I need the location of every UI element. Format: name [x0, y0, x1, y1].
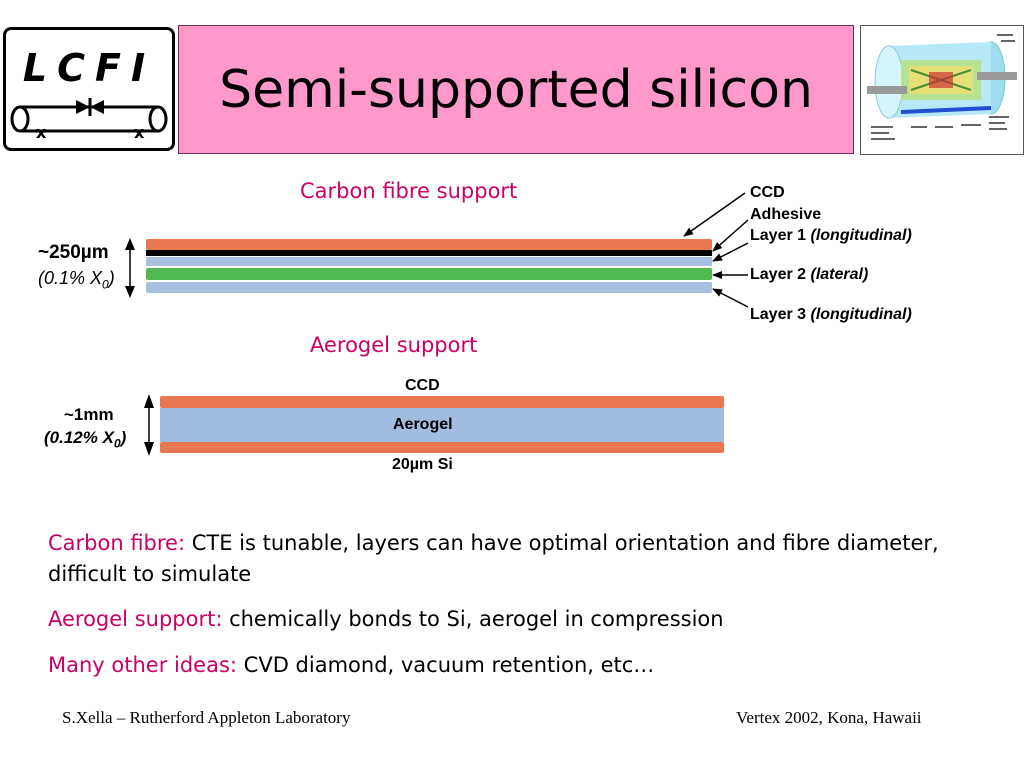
svg-text:x: x	[134, 123, 145, 142]
label-adhesive: Adhesive	[750, 206, 822, 223]
carbon-fibre-heading: Carbon fibre support	[300, 179, 518, 203]
aerogel-layer	[160, 408, 724, 442]
ccd-layer	[146, 239, 712, 250]
footer-event: Vertex 2002, Kona, Hawaii	[736, 708, 922, 727]
aerogel-thickness-arrow	[144, 394, 154, 456]
detector-illustration-icon	[860, 25, 1024, 155]
label-layer-2: Layer 2 (lateral)	[750, 266, 869, 283]
carbon-leader-lines	[683, 192, 749, 308]
layer-2	[146, 268, 712, 280]
aerogel-si-label: 20µm Si	[392, 456, 453, 473]
aerogel-heading: Aerogel support	[310, 333, 478, 357]
label-layer-3: Layer 3 (longitudinal)	[750, 306, 912, 323]
footer-author: S.Xella – Rutherford Appleton Laboratory	[62, 708, 351, 727]
note-aerogel-support: Aerogel support: chemically bonds to Si,…	[48, 607, 724, 631]
title-banner: Semi-supported silicon	[178, 25, 854, 154]
svg-text:x: x	[36, 123, 47, 142]
adhesive-layer	[146, 250, 712, 256]
aerogel-ccd-layer	[160, 396, 724, 408]
page-title: Semi-supported silicon	[219, 59, 813, 120]
lcfi-logo: LCFI x x	[3, 27, 175, 151]
carbon-thickness-arrow	[125, 238, 135, 298]
layer-3	[146, 282, 712, 293]
aerogel-ccd-label: CCD	[405, 377, 440, 394]
aerogel-radiation-length: (0.12% X0)	[44, 428, 127, 451]
label-ccd: CCD	[750, 184, 785, 201]
logo-beam-icon: x x	[10, 98, 168, 142]
note-carbon-fibre: Carbon fibre: CTE is tunable, layers can…	[48, 531, 939, 586]
note-other-ideas: Many other ideas: CVD diamond, vacuum re…	[48, 653, 655, 677]
carbon-thickness-label: ~250µm	[38, 242, 109, 263]
aerogel-si-layer	[160, 442, 724, 453]
layer-1	[146, 257, 712, 266]
carbon-radiation-length: (0.1% X0)	[38, 268, 115, 292]
logo-text: LCFI	[22, 46, 156, 90]
aerogel-middle-label: Aerogel	[393, 416, 453, 433]
aerogel-thickness-label: ~1mm	[64, 405, 114, 424]
label-layer-1: Layer 1 (longitudinal)	[750, 227, 912, 244]
